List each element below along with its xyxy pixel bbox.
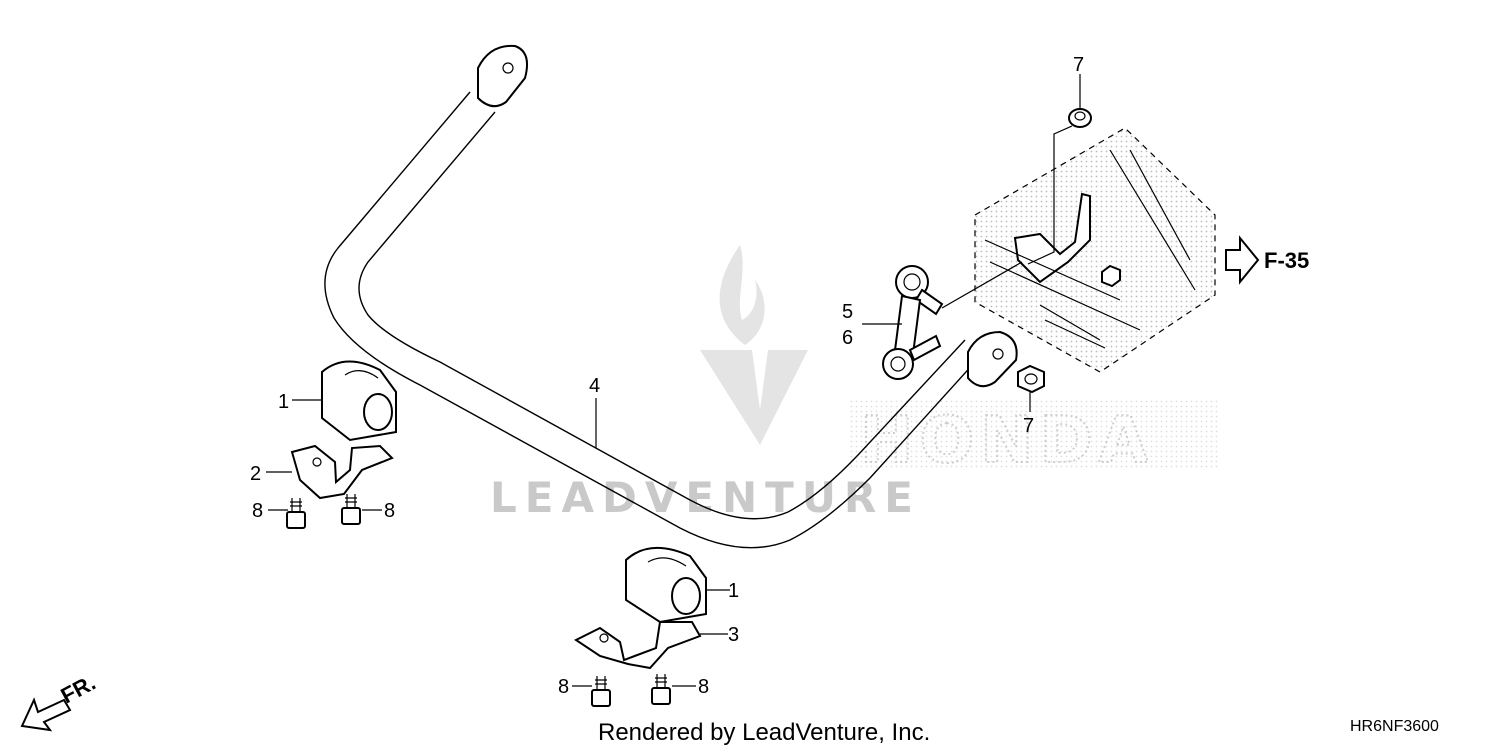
stabilizer-bar-top-eye-hole (502, 62, 514, 74)
frame-member-lines (984, 149, 1196, 349)
callout-2: 2 (250, 463, 261, 485)
callout-4: 4 (589, 375, 600, 397)
callout-3: 3 (728, 624, 739, 646)
callout-1-bottom: 1 (728, 580, 739, 602)
callout-8-bottom-a: 8 (558, 676, 569, 698)
frame-bracket (1013, 192, 1091, 284)
reference-label: F-35 (1264, 248, 1309, 273)
front-direction-indicator: FR. (20, 670, 100, 732)
reference-arrow-icon (1225, 235, 1260, 285)
stabilizer-bar (324, 44, 1018, 549)
frame-nut (1101, 264, 1121, 288)
footer-credit: Rendered by LeadVenture, Inc. (598, 719, 930, 746)
left-holder (290, 444, 394, 500)
watermark-flame-icon (719, 245, 765, 345)
callout-7-top: 7 (1073, 54, 1084, 76)
left-bushing-face (344, 370, 379, 379)
callout-1-left: 1 (278, 391, 289, 413)
link-lower-ball-joint (882, 348, 914, 380)
left-bushing-hole (363, 393, 393, 431)
callout-8-left-a: 8 (252, 500, 263, 522)
watermark-dot-field (850, 400, 1220, 470)
watermark-brand-text: LEADVENTURE (490, 473, 921, 522)
bottom-bolt-a (591, 676, 611, 707)
diagram-code: HR6NF3600 (1350, 718, 1439, 735)
mid-flange-nut (1017, 364, 1045, 394)
bottom-holder (574, 621, 702, 670)
callout-5: 5 (842, 301, 853, 323)
bottom-holder-hole (599, 633, 609, 643)
stabilizer-link (882, 265, 944, 380)
bottom-bolt-b (651, 674, 671, 705)
left-holder-hole (312, 457, 322, 467)
bottom-bushing-face (647, 557, 687, 567)
stabilizer-bar-outer-edge (324, 91, 976, 549)
front-arrow-icon (20, 697, 72, 732)
stabilizer-bar-top-eye (477, 44, 528, 108)
bottom-bushing-hole (671, 577, 701, 615)
callout-6: 6 (842, 327, 853, 349)
top-flange-nut (1068, 108, 1092, 128)
bottom-mount-group (574, 546, 707, 707)
link-upper-stud (914, 288, 944, 316)
stabilizer-bar-right-eye (967, 330, 1018, 388)
watermark: LEADVENTURE HONDA (490, 245, 1220, 522)
frame-reference-area (974, 127, 1216, 373)
reference-f35: F-35 (1225, 235, 1309, 285)
left-bolt-b (341, 494, 361, 525)
link-lower-stud (908, 334, 942, 362)
stabilizer-bar-right-eye-hole (992, 348, 1004, 360)
callout-8-bottom-b: 8 (698, 676, 709, 698)
callout-7-mid: 7 (1023, 415, 1034, 437)
left-mount-group (286, 360, 397, 529)
stabilizer-bar-inner-edge (358, 111, 966, 520)
callout-labels: 1 2 8 8 4 1 3 8 8 5 6 7 7 (250, 54, 1084, 698)
left-bolt-a (286, 498, 306, 529)
leader-lines (266, 74, 1081, 687)
watermark-v-icon (700, 350, 808, 445)
callout-8-left-b: 8 (384, 500, 395, 522)
frame-reference-boundary (974, 127, 1216, 373)
